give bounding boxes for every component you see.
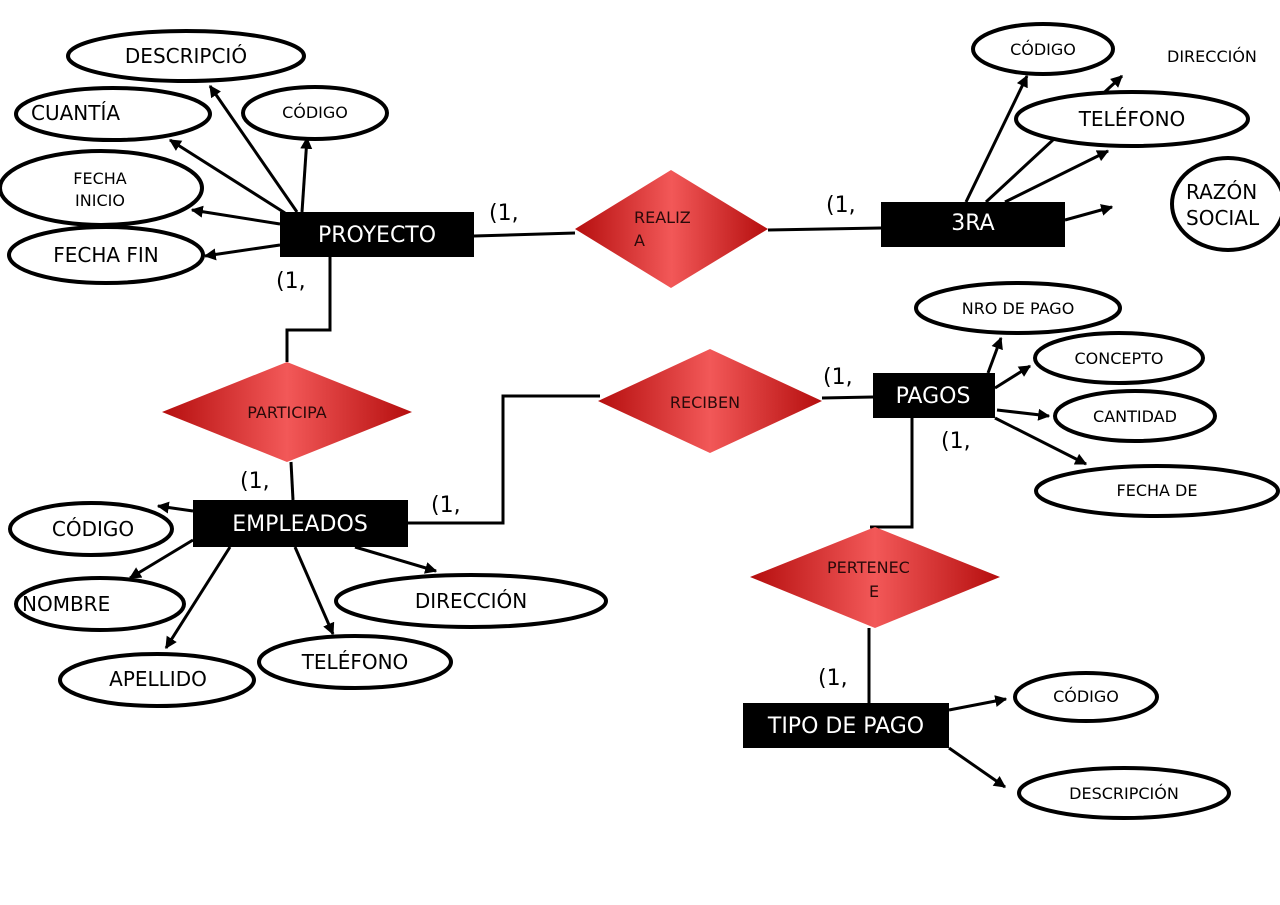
attribute-empleados-direccion-label: DIRECCIÓN — [415, 589, 527, 613]
attribute-3ra-razon-social-label-2: SOCIAL — [1186, 206, 1260, 230]
attribute-proyecto-descripcion-label: DESCRIPCIÓ — [125, 44, 247, 68]
arrow-3ra-codigo — [964, 74, 1029, 203]
cardinality-proyecto-realiza: (1, — [489, 201, 519, 226]
entity-tipo-de-pago-label: TIPO DE PAGO — [767, 714, 924, 739]
attribute-proyecto-fecha-inicio: FECHA INICIO — [0, 149, 204, 227]
attribute-3ra-telefono-label: TELÉFONO — [1078, 107, 1186, 131]
attribute-empleados-codigo: CÓDIGO — [8, 501, 174, 557]
entity-tipo-de-pago: TIPO DE PAGO — [743, 703, 949, 748]
entity-pagos-label: PAGOS — [896, 384, 971, 409]
arrow-proyecto-fecha-fin — [203, 243, 281, 261]
entity-empleados-label: EMPLEADOS — [232, 512, 368, 537]
cardinality-labels: (1, (1, (1, (1, (1, (1, (1, (1, — [240, 193, 971, 691]
attribute-empleados-codigo-label: CÓDIGO — [52, 517, 134, 541]
attribute-pagos-fecha-label: FECHA DE — [1117, 481, 1198, 500]
attribute-pagos-cantidad-label: CANTIDAD — [1093, 407, 1177, 426]
entity-3ra: 3RA — [881, 202, 1065, 247]
relationship-participa: PARTICIPA — [162, 362, 412, 462]
entity-empleados: EMPLEADOS — [193, 500, 408, 547]
attribute-proyecto-fecha-inicio-label-1: FECHA — [73, 169, 127, 188]
arrow-pagos-fecha — [994, 416, 1088, 466]
attribute-proyecto-fecha-fin: FECHA FIN — [7, 225, 205, 285]
attribute-pagos-cantidad: CANTIDAD — [1053, 389, 1217, 443]
attribute-empleados-apellido-label: APELLIDO — [109, 667, 207, 691]
attribute-tipo-pago-descripcion: DESCRIPCIÓN — [1017, 766, 1231, 820]
attribute-empleados-telefono-label: TELÉFONO — [301, 650, 409, 674]
cardinality-participa-empleados: (1, — [240, 469, 270, 494]
cardinality-pertenece-tipo: (1, — [818, 666, 848, 691]
connector-empleados-reciben — [408, 394, 600, 525]
arrow-tipo-pago-codigo — [948, 695, 1008, 712]
relationship-realiza-label-2: A — [634, 231, 645, 250]
attribute-3ra-codigo: CÓDIGO — [971, 22, 1115, 76]
entity-3ra-label: 3RA — [951, 211, 994, 236]
connector-pagos-pertenece — [870, 418, 914, 529]
attribute-proyecto-fecha-fin-label: FECHA FIN — [53, 243, 159, 267]
connector-proyecto-participa — [285, 257, 332, 362]
attribute-pagos-fecha: FECHA DE — [1034, 464, 1280, 518]
arrow-pagos-cantidad — [996, 408, 1051, 421]
connector-proyecto-realiza — [473, 231, 576, 238]
relationship-pertenece-label-1: PERTENEC — [827, 558, 910, 577]
attribute-proyecto-codigo-label: CÓDIGO — [282, 103, 348, 122]
attribute-3ra-razon-social-label-1: RAZÓN — [1186, 180, 1257, 204]
attribute-arrows — [128, 74, 1124, 789]
attribute-tipo-pago-descripcion-label: DESCRIPCIÓN — [1069, 784, 1179, 803]
attribute-empleados-telefono: TELÉFONO — [257, 634, 453, 690]
cardinality-empleados-reciben: (1, — [431, 493, 461, 518]
attribute-pagos-concepto-label: CONCEPTO — [1074, 349, 1163, 368]
connector-realiza-3ra — [767, 226, 882, 232]
connector-reciben-pagos — [821, 395, 874, 400]
cardinality-proyecto-participa: (1, — [276, 269, 306, 294]
entity-proyecto-label: PROYECTO — [318, 223, 436, 248]
cardinality-reciben-pagos: (1, — [823, 365, 853, 390]
arrow-empleados-telefono — [293, 546, 335, 636]
arrow-3ra-telefono — [1004, 149, 1110, 204]
attribute-empleados-apellido: APELLIDO — [58, 652, 256, 708]
attribute-3ra-razon-social: RAZÓN SOCIAL — [1170, 156, 1280, 252]
connector-participa-empleados — [289, 461, 295, 501]
arrow-proyecto-cuantia — [168, 138, 286, 215]
cardinality-realiza-3ra: (1, — [826, 193, 856, 218]
attribute-proyecto-cuantia: CUANTÍA — [14, 86, 212, 142]
entity-proyecto: PROYECTO — [280, 212, 474, 257]
relationship-pertenece-label-2: E — [869, 582, 879, 601]
arrow-empleados-codigo — [156, 501, 194, 514]
attribute-3ra-codigo-label: CÓDIGO — [1010, 40, 1076, 59]
relationship-pertenece: PERTENEC E — [750, 527, 1000, 628]
arrow-empleados-apellido — [164, 546, 232, 650]
attribute-tipo-pago-codigo: CÓDIGO — [1013, 671, 1159, 723]
arrow-pagos-nro-pago — [986, 336, 1003, 374]
arrow-proyecto-codigo — [300, 136, 313, 213]
arrow-proyecto-fecha-inicio — [190, 205, 281, 226]
relationship-participa-label: PARTICIPA — [247, 403, 327, 422]
attribute-empleados-nombre: NOMBRE — [14, 576, 186, 632]
relationship-reciben-label: RECIBEN — [670, 393, 740, 412]
attribute-proyecto-codigo: CÓDIGO — [241, 85, 389, 141]
arrow-3ra-razon-social — [1064, 204, 1114, 222]
arrow-proyecto-descripcion — [208, 85, 299, 213]
arrow-tipo-pago-descripcion — [948, 746, 1006, 789]
relationship-realiza-label-1: REALIZ — [634, 208, 691, 227]
relationship-realiza: REALIZ A — [575, 170, 768, 288]
arrow-pagos-concepto — [994, 364, 1032, 390]
attribute-3ra-direccion-label: DIRECCIÓN — [1167, 47, 1257, 66]
attribute-proyecto-descripcion: DESCRIPCIÓ — [66, 29, 306, 83]
attribute-proyecto-fecha-inicio-label-2: INICIO — [75, 191, 125, 210]
cardinality-pagos-pertenece: (1, — [941, 429, 971, 454]
attribute-pagos-nro-pago: NRO DE PAGO — [914, 281, 1122, 335]
attribute-proyecto-cuantia-label: CUANTÍA — [31, 101, 120, 125]
entity-pagos: PAGOS — [873, 373, 995, 418]
attribute-pagos-nro-pago-label: NRO DE PAGO — [962, 299, 1075, 318]
arrow-empleados-direccion — [354, 545, 438, 574]
attribute-empleados-direccion: DIRECCIÓN — [334, 573, 608, 629]
attribute-pagos-concepto: CONCEPTO — [1033, 331, 1205, 385]
attribute-tipo-pago-codigo-label: CÓDIGO — [1053, 687, 1119, 706]
attribute-empleados-nombre-label: NOMBRE — [22, 592, 110, 616]
relationship-connectors — [285, 226, 914, 703]
relationship-reciben: RECIBEN — [598, 349, 822, 453]
arrow-empleados-nombre — [128, 538, 194, 580]
attribute-3ra-telefono: TELÉFONO — [1014, 90, 1250, 148]
